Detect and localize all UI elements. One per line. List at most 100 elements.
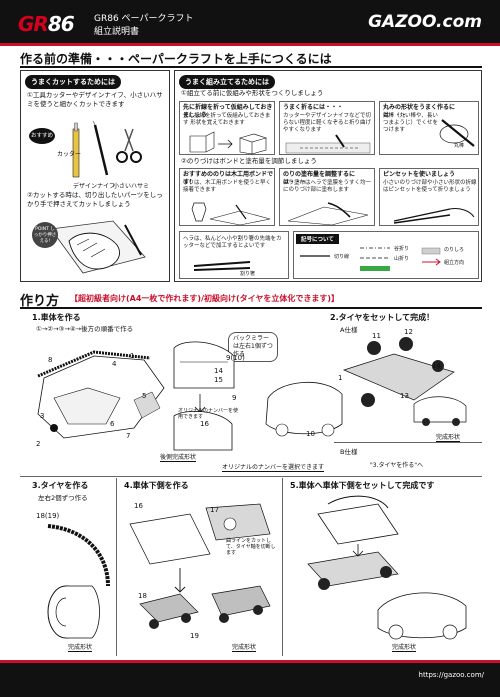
hand-icon bbox=[68, 232, 120, 270]
step2-illustration bbox=[343, 337, 467, 426]
axle-note: 曲ラインをカットして、タイヤ軸を切断します bbox=[226, 538, 276, 556]
fold-tip-body: カッターやデザインナイフなどで切らない程度に軽くなぞると折り曲げやすくなります bbox=[283, 113, 372, 133]
howto-title: 作り方 bbox=[20, 294, 60, 309]
step5-illustration bbox=[307, 495, 467, 640]
step3-heading: 3.タイヤを作る bbox=[32, 481, 89, 490]
plate-select-label: オリジナルのナンバーを選択できます bbox=[222, 464, 325, 472]
tweezers-body: 小さいのりづけ部や小さい形状の折線はピンセットを使って折りましょう bbox=[383, 180, 477, 193]
step3-complete-label: 完成形状 bbox=[68, 644, 93, 652]
tire-illustration bbox=[47, 524, 110, 639]
design-knife-icon bbox=[93, 124, 109, 176]
spec-b-note: "3.タイヤを作る"へ bbox=[370, 462, 424, 469]
curve-tip-heading: 丸みの形状をうまく作るには・・・ bbox=[383, 104, 456, 119]
part-number: 2 bbox=[36, 440, 41, 448]
mirror-note: バックミラーは左右1個ずつ作る bbox=[228, 332, 278, 362]
step4-complete-label: 完成形状 bbox=[232, 644, 257, 652]
step-divider bbox=[20, 476, 482, 477]
glue-amount-card: のりの塗布量を調整するには・・・ のり塗布はヘラで塗膜をうすく均一にのりづけ部に… bbox=[279, 168, 375, 226]
prefold-card: 先に折線を折って仮組みしておきましょう 先に折線を折って仮組みしておきます 形状… bbox=[179, 101, 275, 155]
part-number: 11 bbox=[372, 332, 381, 340]
part-number: 14 bbox=[432, 362, 441, 370]
point-badge-icon bbox=[32, 222, 58, 248]
cube-icon bbox=[238, 133, 268, 155]
part-number: 6 bbox=[110, 420, 115, 428]
direction-arrow-icon bbox=[422, 258, 441, 266]
prefold-body: 先に折線を折って仮組みしておきます 形状を覚えておきます bbox=[183, 113, 271, 126]
bond-heading: おすすめののりは木工用ボンドです！ bbox=[183, 171, 274, 186]
cut-tip-2: ②カットする時は、切り出したいパーツをしっかり手で押さえてカットしましょう bbox=[27, 191, 163, 208]
assemble-tip-2: ②のりづけはボンドと塗布量を調節しましょう bbox=[181, 157, 317, 165]
bond-card: おすすめののりは木工用ボンドです！ のりは、木工用ボンドを使うと早く接着できます bbox=[179, 168, 275, 226]
legend-symbols bbox=[300, 247, 441, 271]
tweezers-icon bbox=[393, 208, 451, 222]
part-number: 3 bbox=[40, 412, 45, 420]
fold-tip-card: うまく折るには・・・ カッターやデザインナイフなどで切らない程度に軽くなぞると折… bbox=[279, 101, 375, 155]
glue-amount-body: のり塗布はヘラで塗膜をうすく均一にのりづけ部に塗布します bbox=[283, 180, 372, 193]
legend-direction: 組立方向 bbox=[444, 260, 465, 266]
tweezers-card: ピンセットを使いましょう 小さいのりづけ部や小さい形状の折線はピンセットを使って… bbox=[379, 168, 479, 226]
step5-complete-label: 完成形状 bbox=[392, 644, 417, 652]
header-subtitle: GR86 ペーパークラフト bbox=[94, 14, 194, 24]
part-number: 17 bbox=[210, 506, 219, 514]
step1-illustration bbox=[37, 341, 343, 451]
howto-rule bbox=[20, 307, 482, 309]
howto-subtitle: 【超初級者向け(A4一枚で作れます)/初級向け(タイヤを立体化できます)】 bbox=[70, 294, 340, 303]
spec-divider bbox=[334, 442, 482, 443]
part-number: 15 bbox=[214, 376, 223, 384]
legend-valley: 谷折り bbox=[394, 246, 410, 252]
curve-tip-body: 丸棒（丸い棒や、長いつまようじ）でくせをつけます bbox=[383, 113, 439, 133]
legend-card: 記号について 切り線 谷折り 山折り のりしろ 組立方向 bbox=[293, 231, 479, 279]
step4-heading: 4.車体下側を作る bbox=[124, 481, 189, 490]
prefold-heading: 先に折線を折って仮組みしておきましょう bbox=[183, 104, 273, 119]
step4-illustration bbox=[129, 503, 271, 629]
part-number: 18(19) bbox=[36, 512, 60, 520]
glue-bottle-icon bbox=[191, 202, 207, 222]
wheel-icon bbox=[367, 341, 381, 355]
part-number: 19 bbox=[190, 632, 199, 640]
column-divider bbox=[116, 478, 117, 656]
header-bar: GR86 GR86 ペーパークラフト 組立説明書 GAZOO.com bbox=[0, 0, 500, 46]
part-number: 7 bbox=[126, 432, 131, 440]
tweezers-heading: ピンセットを使いましょう bbox=[383, 171, 456, 178]
bond-illustration bbox=[191, 202, 271, 226]
prep-title: 作る前の準備・・・ペーパークラフトを上手につくるには bbox=[20, 52, 332, 66]
chopstick-illustration bbox=[193, 261, 251, 271]
chopstick-icon bbox=[193, 261, 251, 267]
part-number: 13 bbox=[400, 392, 409, 400]
legend-mountain: 山折り bbox=[394, 256, 410, 262]
gr86-logo: GR86 bbox=[18, 12, 75, 36]
footer-url[interactable]: https://gazoo.com/ bbox=[418, 671, 484, 679]
part-number: 1 bbox=[338, 374, 343, 382]
glue-amount-heading: のりの塗布量を調整するには・・・ bbox=[283, 171, 356, 186]
part-number: 14 bbox=[214, 367, 223, 375]
hand-icon bbox=[327, 202, 351, 218]
gazoo-logo[interactable]: GAZOO.com bbox=[368, 12, 482, 32]
round-bar-illustration bbox=[439, 119, 475, 147]
prefold-illustration bbox=[189, 131, 268, 155]
cutter-label: カッター bbox=[57, 151, 82, 158]
footer-accent-line bbox=[0, 660, 500, 663]
rear-complete-label: 後側完成形状 bbox=[160, 454, 197, 462]
step3-sub: 左右2個ずつ作る bbox=[38, 494, 88, 502]
underbody-part-icon bbox=[129, 513, 211, 565]
curve-tip-card: 丸みの形状をうまく作るには・・・ 丸棒（丸い棒や、長いつまようじ）でくせをつけま… bbox=[379, 101, 479, 155]
assemble-panel: うまく組み立てるためには ①組立てる前に仮組みや形状をつくりしましょう 先に折線… bbox=[174, 70, 482, 282]
part-number: 12 bbox=[404, 328, 413, 336]
header-doc-title: 組立説明書 bbox=[94, 27, 140, 37]
chassis-icon bbox=[343, 353, 455, 401]
spatula-note-text: ヘラは、私んどへ小や割り箸の先端をカッターなどで加工するとよいです bbox=[183, 236, 282, 249]
footer-bar: https://gazoo.com/ bbox=[0, 663, 500, 697]
knife-label: デザインナイフ bbox=[73, 183, 116, 190]
rear-body-icon bbox=[173, 341, 235, 389]
chopstick-label: 割り箸 bbox=[240, 271, 256, 277]
part-number: 16 bbox=[134, 502, 143, 510]
legend-cut: 切り線 bbox=[334, 254, 350, 260]
assemble-tag: うまく組み立てるためには bbox=[179, 75, 275, 89]
spatula-illustration bbox=[287, 202, 369, 226]
cut-tag: うまくカットするためには bbox=[25, 75, 121, 89]
part-number: 18 bbox=[138, 592, 147, 600]
step2-heading: 2.タイヤをセットして完成！ bbox=[330, 313, 435, 322]
recommend-badge: おすすめ bbox=[29, 128, 55, 144]
part-number: 9 bbox=[232, 394, 237, 402]
spec-a-label: A仕様 bbox=[340, 326, 358, 334]
